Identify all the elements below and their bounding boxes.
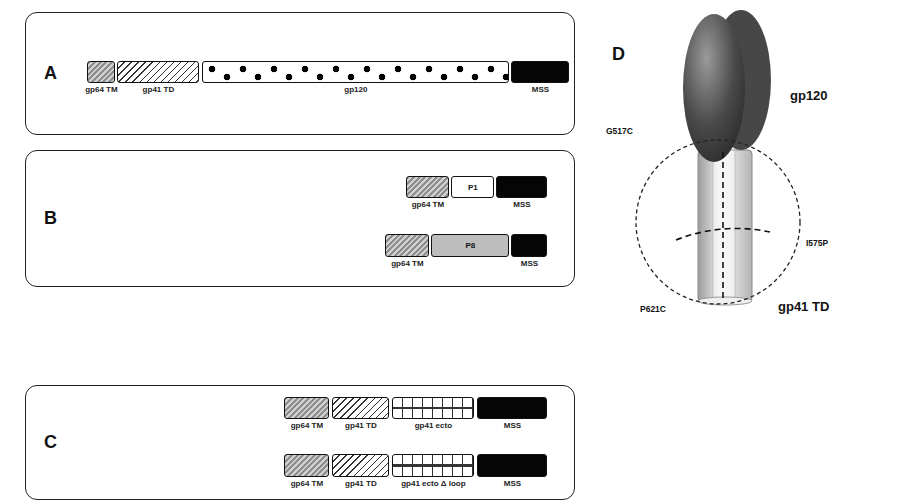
gp64-tm-segment: gp64 TM xyxy=(284,397,329,419)
panel-box: Cgp64 TMgp41 TDgp41 ectoMSSgp64 TMgp41 T… xyxy=(25,385,575,500)
segment-label: gp64 TM xyxy=(412,200,444,209)
dashed-arc xyxy=(676,228,770,240)
panel-box: Agp64 TMgp41 TDgp120MSS xyxy=(25,12,575,135)
part-name: gp41 TD xyxy=(778,299,829,314)
panel-letter: A xyxy=(44,63,57,84)
segment-label: gp64 TM xyxy=(391,259,423,268)
gp41-td-segment: gp41 TD xyxy=(117,61,199,83)
label-anchor: gp41 TD xyxy=(778,297,829,315)
label-anchor: D xyxy=(612,44,625,65)
segment-label: gp64 TM xyxy=(85,85,117,94)
gp41-td-segment: gp41 TD xyxy=(332,397,389,419)
mss-segment: MSS xyxy=(511,61,569,83)
label-anchor: gp120 xyxy=(790,86,828,104)
mutation-label: G517C xyxy=(606,126,633,136)
gp64-tm-segment: gp64 TM xyxy=(284,454,329,477)
gp41-stem xyxy=(698,150,752,302)
segment-label: P1 xyxy=(468,183,478,192)
p8-segment: P8 xyxy=(431,234,509,257)
segment-label: gp41 TD xyxy=(143,85,175,94)
segment-label: MSS xyxy=(513,200,530,209)
mutation-label: I575P xyxy=(806,238,828,248)
segment-label: P8 xyxy=(465,241,475,250)
p1-segment: P1 xyxy=(451,176,494,198)
gp64-tm-segment: gp64 TM xyxy=(385,234,429,257)
gp41-ecto-segment: gp41 ecto xyxy=(392,397,474,419)
mss-segment: MSS xyxy=(511,234,547,257)
mss-segment: MSS xyxy=(477,454,547,477)
panel-letter: D xyxy=(612,44,625,64)
dashed-axis xyxy=(722,152,724,298)
dashed-circle xyxy=(636,140,800,304)
label-anchor: G517C xyxy=(606,120,633,138)
label-anchor: I575P xyxy=(806,232,828,250)
segment-label: MSS xyxy=(504,421,521,430)
part-name: gp120 xyxy=(790,88,828,103)
gp64-tm-segment: gp64 TM xyxy=(406,176,449,198)
segment-label: gp41 ecto Δ loop xyxy=(401,479,465,488)
panel-letter: C xyxy=(44,432,57,453)
mss-segment: MSS xyxy=(496,176,547,198)
gp41-td-segment: gp41 TD xyxy=(332,454,389,477)
segment-label: gp41 TD xyxy=(345,421,377,430)
segment-label: gp64 TM xyxy=(291,421,323,430)
label-anchor: P621C xyxy=(640,298,666,316)
mss-segment: MSS xyxy=(477,397,547,419)
segment-label: gp41 TD xyxy=(345,479,377,488)
segment-label: MSS xyxy=(532,85,549,94)
gp41-ecto-segment: gp41 ecto Δ loop xyxy=(392,454,474,477)
panel-letter: B xyxy=(44,208,57,229)
gp120-segment: gp120 xyxy=(202,61,509,83)
segment-label: MSS xyxy=(504,479,521,488)
gp41-inner-tube xyxy=(713,150,735,302)
segment-label: gp120 xyxy=(344,85,367,94)
segment-label: gp64 TM xyxy=(291,479,323,488)
segment-label: gp41 ecto xyxy=(415,421,452,430)
mutation-label: P621C xyxy=(640,304,666,314)
gp64-tm-segment: gp64 TM xyxy=(87,61,115,83)
segment-label: MSS xyxy=(521,259,538,268)
panel-box: Bgp64 TMP1MSSgp64 TMP8MSS xyxy=(25,150,575,287)
